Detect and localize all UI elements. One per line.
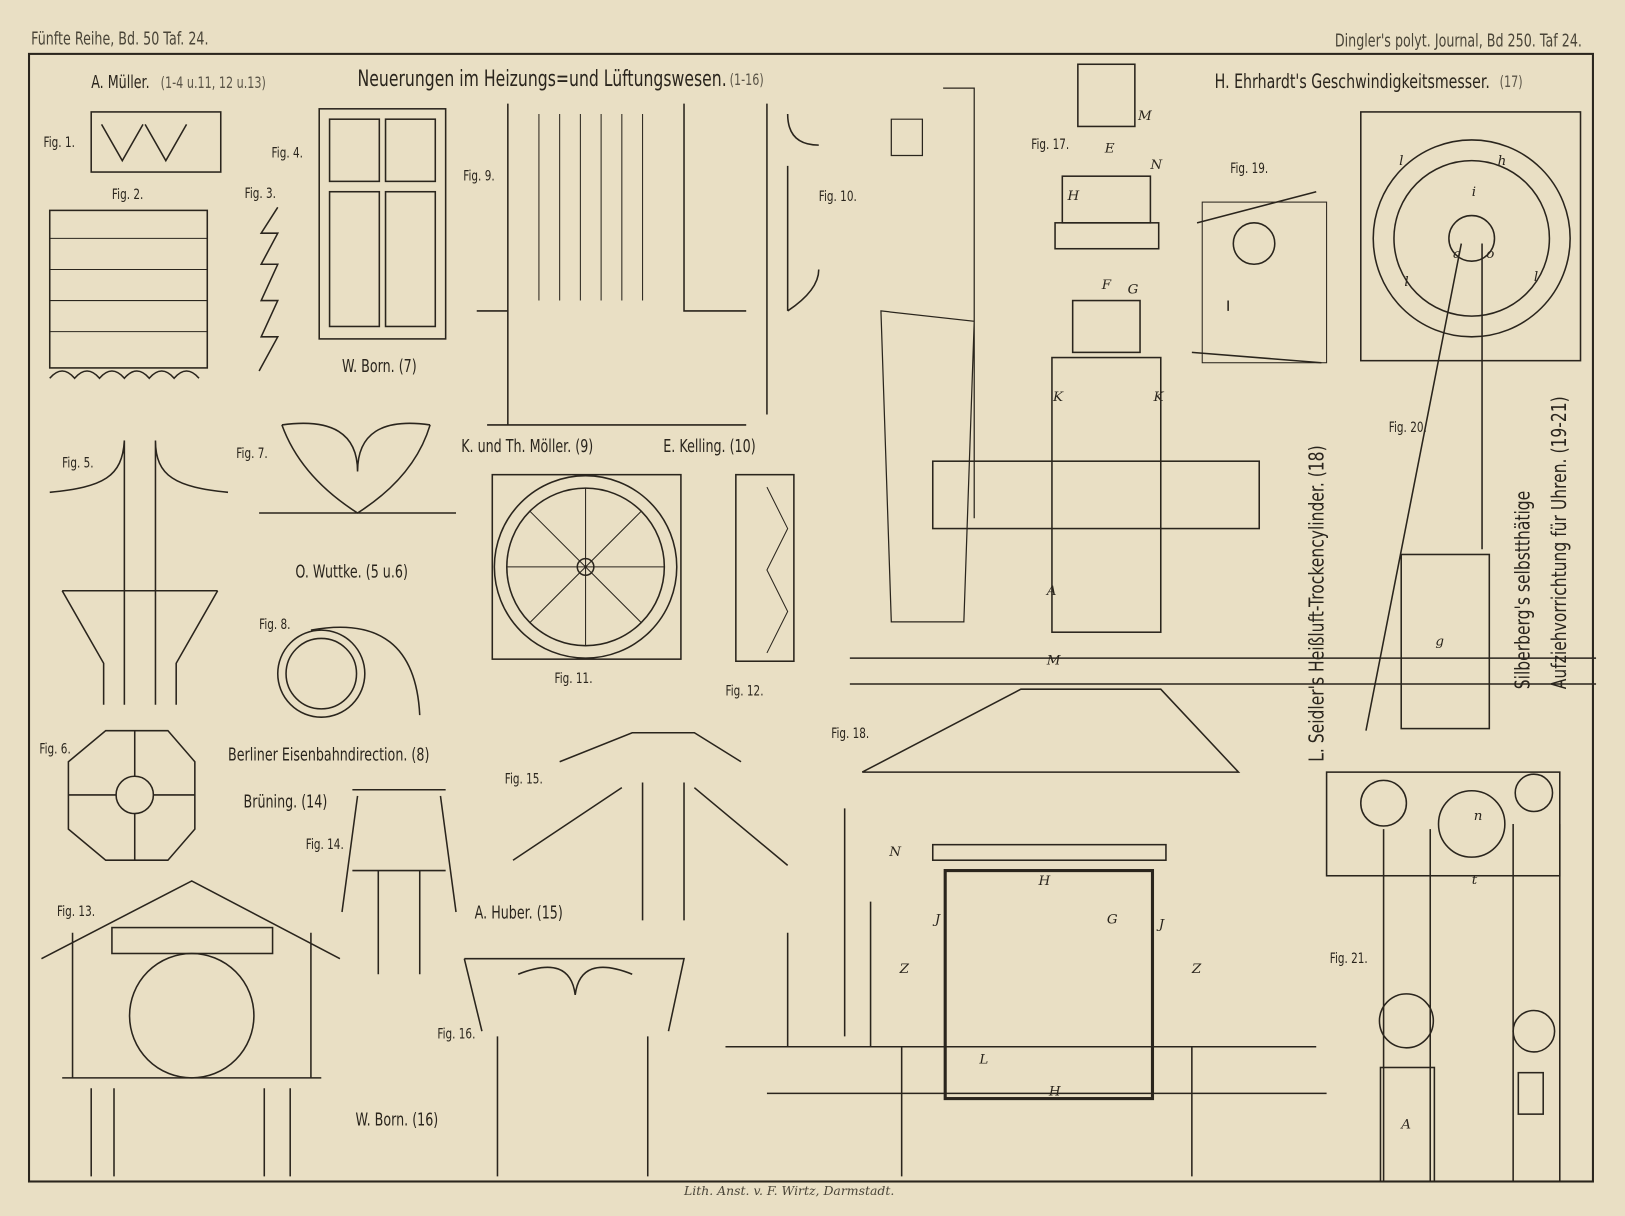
fig-label-10: Fig. 10. [818, 188, 857, 206]
author-born-7: W. Born. (7) [342, 356, 417, 378]
ehrhardt-range: (17) [1499, 72, 1523, 92]
fig21-letter: A [1401, 1117, 1411, 1133]
fig-label-6: Fig. 6. [39, 741, 71, 758]
fig17-letter: G [1127, 281, 1139, 298]
fig21-letter: t [1471, 872, 1478, 889]
fig16-drawing [463, 957, 685, 1177]
fig9-drawing [476, 103, 747, 426]
fig20-letter: h [1497, 153, 1507, 169]
author-berliner: Berliner Eisenbahndirection. (8) [228, 745, 430, 766]
fig14-drawing [341, 788, 457, 975]
fig-label-20: Fig. 20. [1388, 419, 1427, 437]
fig17-letter: K [1153, 389, 1164, 406]
fig17-letter: E [1104, 140, 1115, 157]
plate-series-label: Fünfte Reihe, Bd. 50 Taf. 24. [31, 29, 209, 50]
fig19-drawing [1191, 190, 1328, 364]
fig20-drawing [1360, 111, 1582, 731]
fig1-drawing [90, 111, 222, 173]
fig4-window-drawing [318, 108, 447, 340]
fig18-letter: Z [1191, 961, 1202, 978]
fig18-letter: N [889, 844, 902, 861]
author-mueller-range: (1-4 u.11, 12 u.13) [160, 73, 266, 93]
fig-label-3: Fig. 3. [244, 185, 276, 203]
fig6-drawing [67, 729, 196, 861]
fig18-letter: M [1046, 652, 1061, 669]
fig17-letter: K [1052, 389, 1064, 406]
fig18-letter: Z [899, 961, 909, 978]
fig-label-18: Fig. 18. [831, 725, 870, 743]
fig-label-17: Fig. 17. [1031, 136, 1070, 154]
author-born-16: W. Born. (16) [355, 1109, 439, 1131]
fig18-letter: L [979, 1051, 989, 1068]
main-title: Neuerungen im Heizungs=und Lüftungswesen… [357, 66, 727, 92]
fig18-letter: J [934, 912, 941, 928]
fig10-drawing [766, 103, 820, 415]
author-huber: A. Huber. (15) [474, 902, 563, 924]
seidler-title: L. Seidler's Heißluft-Trockencylinder. (… [1303, 445, 1329, 762]
fig18-letter: H [1048, 1084, 1061, 1100]
fig20-letter: l [1399, 153, 1404, 169]
lithographer-credit: Lith. Anst. v. F. Wirtz, Darmstadt. [684, 1183, 895, 1199]
fig11-drawing [491, 473, 682, 660]
fig3-drawing [258, 206, 280, 372]
fig18-letter: G [1106, 912, 1118, 928]
author-bruening: Brüning. (14) [243, 791, 328, 813]
fig-label-9: Fig. 9. [463, 167, 495, 185]
fig8-drawing [276, 626, 421, 718]
fig18-drawing [725, 657, 1597, 1177]
fig-label-2: Fig. 2. [111, 186, 144, 204]
fig21-drawing [1325, 771, 1561, 1183]
fig17-letter: M [1137, 108, 1152, 125]
fig20-letter: a [1453, 246, 1462, 263]
fig-label-11: Fig. 11. [554, 670, 593, 688]
fig13-drawing [41, 880, 341, 1177]
fig-label-21: Fig. 21. [1329, 950, 1368, 967]
fig12-drawing [735, 473, 795, 663]
fig-label-15: Fig. 15. [504, 771, 543, 788]
silberberg-title-1: Silberberg's selbstthätige [1510, 490, 1535, 690]
author-kelling: E. Kelling. (10) [663, 436, 756, 458]
fig18-letter: H [1038, 873, 1051, 890]
fig17-drawing [880, 63, 1261, 633]
main-title-range: (1-16) [729, 70, 764, 90]
fig17-letter: F [1101, 277, 1112, 294]
journal-label: Dingler's polyt. Journal, Bd 250. Taf 24… [1334, 31, 1582, 52]
fig2-drawing [48, 209, 209, 380]
silberberg-title-2: Aufziehvorrichtung für Uhren. (19-21) [1546, 396, 1572, 690]
fig-label-5: Fig. 5. [62, 454, 94, 472]
fig20-letter: l [1404, 274, 1409, 291]
fig-label-19: Fig. 19. [1230, 160, 1269, 178]
fig17-letter: A [1046, 583, 1057, 600]
fig20-letter: l [1533, 269, 1539, 286]
fig7-drawing [259, 422, 457, 514]
fig5-drawing [49, 440, 229, 705]
author-wuttke: O. Wuttke. (5 u.6) [295, 561, 408, 583]
fig21-letter: n [1473, 808, 1483, 824]
fig-label-8: Fig. 8. [259, 616, 291, 634]
fig-label-14: Fig. 14. [305, 836, 344, 853]
fig-label-7: Fig. 7. [236, 445, 268, 463]
fig-label-16: Fig. 16. [437, 1026, 476, 1043]
fig17-letter: N [1150, 157, 1163, 174]
author-mueller: A. Müller. [91, 72, 150, 94]
fig20-letter: i [1471, 184, 1477, 201]
fig20-letter: g [1435, 634, 1445, 650]
fig-label-4: Fig. 4. [271, 145, 303, 162]
fig20-letter: o [1486, 246, 1495, 263]
fig17-letter: H [1067, 188, 1080, 205]
ehrhardt-title: H. Ehrhardt's Geschwindigkeitsmesser. [1214, 70, 1490, 94]
author-moeller: K. und Th. Möller. (9) [461, 436, 594, 458]
fig15-drawing [512, 731, 789, 921]
fig-label-12: Fig. 12. [725, 682, 764, 700]
fig18-letter: J [1158, 917, 1165, 933]
fig-label-13: Fig. 13. [57, 903, 96, 921]
fig-label-1: Fig. 1. [43, 134, 75, 152]
